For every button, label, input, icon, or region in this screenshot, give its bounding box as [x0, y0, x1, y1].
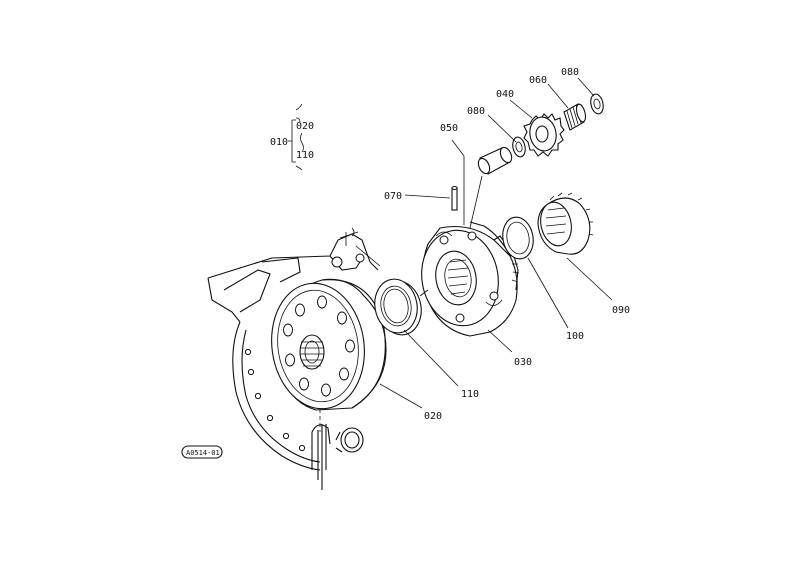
part-020-hub: [271, 278, 387, 411]
part-050-shaft: [477, 146, 513, 175]
hub-spline-bore: [299, 334, 325, 370]
legend-child-2: 110: [296, 150, 314, 161]
legend-brace: [300, 132, 304, 153]
part-030-carrier-housing: [421, 221, 520, 337]
callout-020: 020: [424, 411, 442, 422]
callout-030: 030: [514, 357, 532, 368]
leader-lines: [379, 77, 613, 409]
legend-brace-ends: [295, 103, 303, 171]
callout-060: 060: [529, 75, 547, 86]
drawing-id-text: A0514-01: [186, 449, 220, 457]
hub-bolt-holes: [283, 295, 355, 397]
callout-040: 040: [496, 89, 514, 100]
legend-bracket: [288, 117, 301, 163]
part-080-washer-right: [590, 93, 604, 115]
callout-050: 050: [440, 123, 458, 134]
transmission-housing: [207, 227, 381, 490]
part-110-seal: [374, 278, 422, 336]
part-060-needle-bearing: [563, 103, 587, 131]
part-040-planet-gear: [523, 113, 565, 157]
callout-090: 090: [612, 305, 630, 316]
legend-child-1: 020: [296, 121, 314, 132]
part-070-pin: [451, 185, 458, 211]
part-090-ring-gear: [537, 192, 594, 255]
callout-110: 110: [461, 389, 479, 400]
callout-080-right: 080: [561, 67, 579, 78]
small-seal-ring: [340, 427, 364, 453]
callout-080-left: 080: [467, 106, 485, 117]
callout-numbers: 050 070 080 040 060 080 090 100 030 110 …: [384, 67, 630, 422]
parts-legend: 010 020 110: [270, 103, 314, 171]
callout-070: 070: [384, 191, 402, 202]
drawing-id-stamp: A0514-01: [181, 445, 223, 459]
part-100-thrust-ring: [502, 216, 534, 260]
legend-parent-number: 010: [270, 137, 288, 148]
callout-100: 100: [566, 331, 584, 342]
